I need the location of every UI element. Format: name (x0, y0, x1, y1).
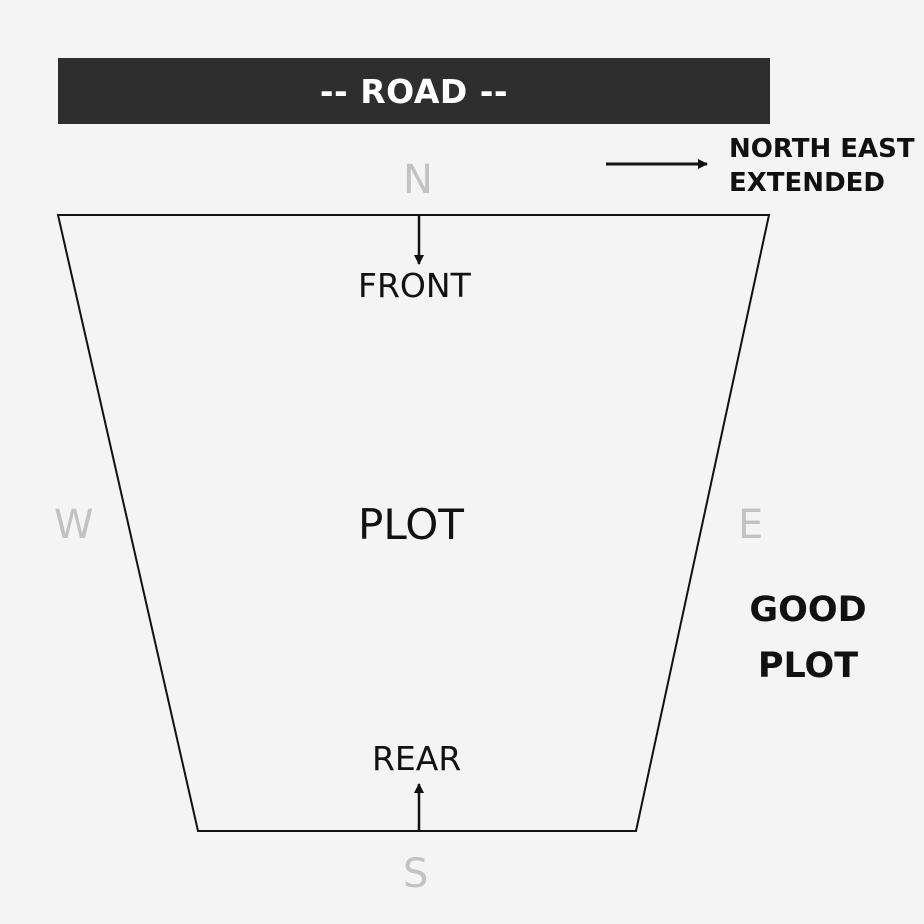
compass-east: E (738, 502, 764, 548)
front-label: FRONT (358, 266, 471, 305)
plot-label: PLOT (358, 500, 464, 549)
road-label: -- ROAD -- (319, 71, 509, 111)
north-east-line: NORTH EAST (729, 134, 915, 164)
road-bar: -- ROAD -- (58, 58, 770, 124)
verdict-line-plot: PLOT (757, 646, 859, 686)
extended-line: EXTENDED (729, 168, 885, 198)
compass-north: N (403, 157, 433, 203)
compass-south: S (403, 851, 429, 897)
north-east-extended-label: NORTH EAST EXTENDED (729, 132, 915, 200)
good-plot-verdict: GOOD PLOT (700, 582, 916, 694)
compass-west: W (54, 502, 94, 548)
rear-label: REAR (372, 739, 462, 778)
plot-outline (56, 214, 771, 832)
verdict-line-good: GOOD (749, 590, 867, 630)
